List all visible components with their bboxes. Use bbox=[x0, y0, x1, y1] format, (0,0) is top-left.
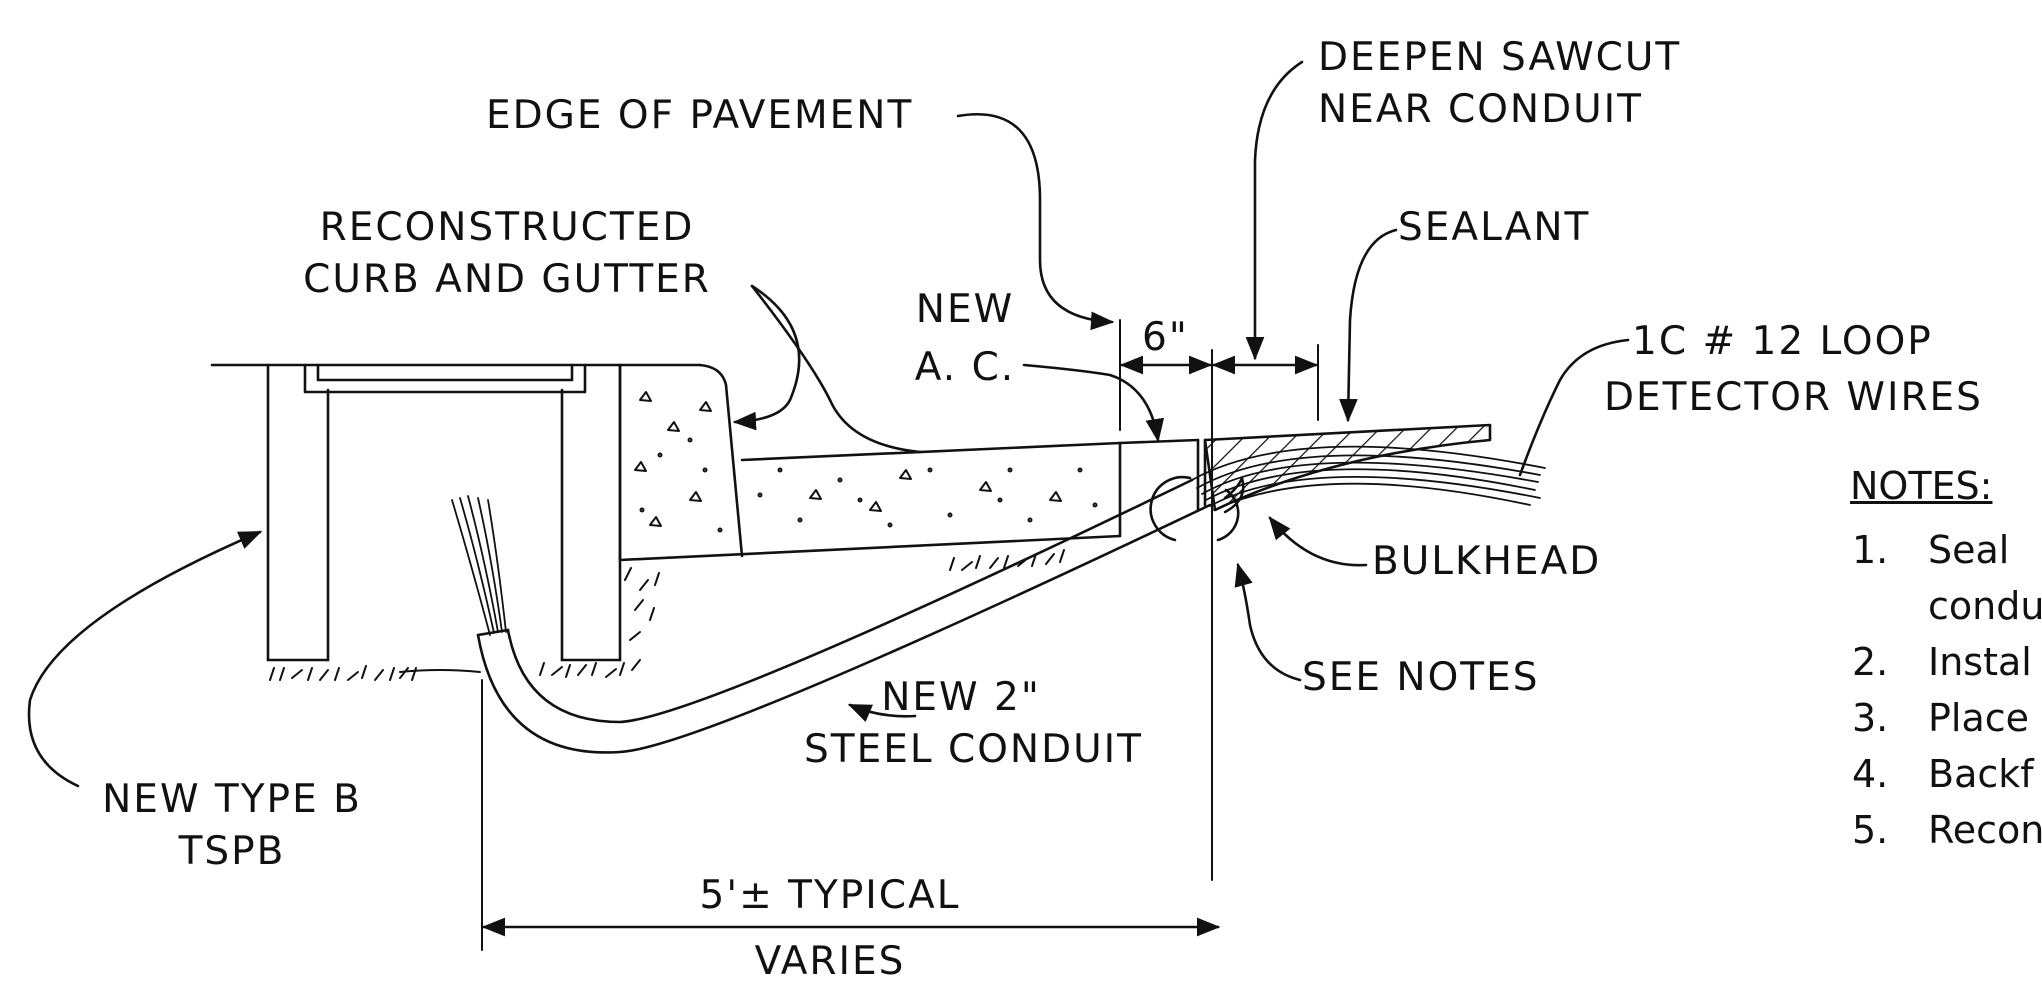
curb-concrete bbox=[618, 363, 1200, 562]
leader-see-notes bbox=[1234, 562, 1302, 682]
note-4-text: Backf bbox=[1928, 752, 2034, 796]
note-1-line-1: Seal bbox=[1928, 528, 2010, 572]
edge-of-pavement-label: EDGE OF PAVEMENT bbox=[486, 93, 914, 138]
note-2-number: 2. bbox=[1852, 640, 1889, 684]
earth-hatching bbox=[269, 549, 1065, 681]
loop-wires-label-1: 1C # 12 LOOP bbox=[1632, 319, 1933, 364]
new-ac-label-2: A. C. bbox=[914, 345, 1016, 390]
note-5-text: Recon bbox=[1928, 808, 2042, 852]
type-b-label-2: TSPB bbox=[178, 829, 286, 874]
leader-edge-of-pavement bbox=[956, 113, 1115, 331]
leader-new-ac bbox=[1022, 363, 1165, 443]
curb-face bbox=[698, 363, 744, 558]
note-3-number: 3. bbox=[1852, 696, 1889, 740]
reconstructed-label-1: RECONSTRUCTED bbox=[319, 205, 695, 250]
see-notes-arc-left bbox=[1149, 475, 1192, 542]
leader-type-b bbox=[27, 530, 263, 788]
conduit-label-1: NEW 2" bbox=[881, 675, 1041, 720]
leader-conduit bbox=[847, 703, 917, 722]
leader-curb-2 bbox=[750, 284, 922, 454]
note-1-number: 1. bbox=[1852, 528, 1889, 572]
pull-box bbox=[266, 363, 622, 662]
leader-sealant bbox=[1339, 228, 1398, 423]
loop-wires-label-2: DETECTOR WIRES bbox=[1604, 375, 1983, 420]
type-b-label-1: NEW TYPE B bbox=[102, 777, 362, 822]
varies-label: VARIES bbox=[754, 939, 906, 984]
leader-curb-1 bbox=[732, 284, 801, 431]
note-4-number: 4. bbox=[1852, 752, 1889, 796]
sealant-label: SEALANT bbox=[1398, 205, 1591, 250]
note-2-text: Instal bbox=[1928, 640, 2032, 684]
notes-heading: NOTES: bbox=[1850, 464, 1993, 508]
new-ac-label-1: NEW bbox=[915, 287, 1015, 332]
note-3-text: Place bbox=[1928, 696, 2030, 740]
deepen-sawcut-label-2: NEAR CONDUIT bbox=[1318, 87, 1643, 132]
note-5-number: 5. bbox=[1852, 808, 1889, 852]
deepen-sawcut-label-1: DEEPEN SAWCUT bbox=[1318, 35, 1682, 80]
see-notes-label: SEE NOTES bbox=[1302, 655, 1540, 700]
reconstructed-label-2: CURB AND GUTTER bbox=[303, 257, 711, 302]
six-inch-label: 6" bbox=[1142, 315, 1189, 360]
leader-loop-wires bbox=[1518, 338, 1630, 477]
typical-dimension-label: 5'± TYPICAL bbox=[699, 873, 961, 918]
bulkhead-label: BULKHEAD bbox=[1372, 539, 1602, 584]
note-1-line-2: condu bbox=[1928, 584, 2042, 628]
leader-bulkhead bbox=[1268, 516, 1368, 567]
leader-deepen-sawcut bbox=[1245, 60, 1304, 361]
see-notes-arc-right bbox=[1216, 488, 1240, 542]
conduit-label-2: STEEL CONDUIT bbox=[804, 727, 1143, 772]
concrete-stipple bbox=[634, 391, 1098, 533]
